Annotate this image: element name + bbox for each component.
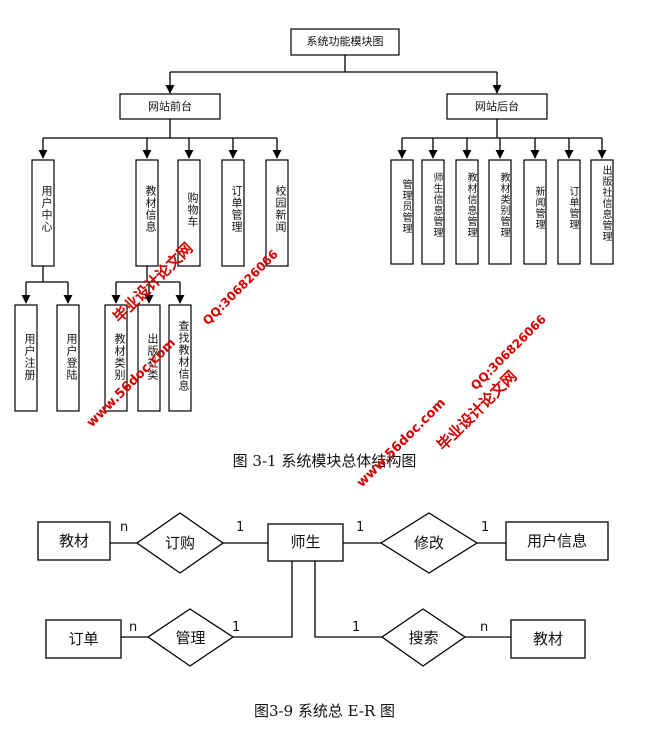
cardinality-label: n	[120, 520, 129, 535]
cardinality-label: n	[129, 620, 138, 635]
relation-search	[380, 608, 467, 667]
front-child-label: 教材信息	[144, 185, 157, 233]
entity-book-left-label: 教材	[58, 532, 89, 550]
book-info-child-label: 出版社类	[146, 333, 159, 381]
front-child-label: 购物车	[186, 192, 199, 228]
entity-book-left	[37, 521, 111, 561]
back-child-label: 新闻管理	[533, 186, 544, 230]
module-tree	[21, 55, 607, 304]
book-info-child-box	[137, 304, 161, 412]
front-child-box	[221, 159, 245, 267]
front-node-label: 网站前台	[148, 100, 192, 113]
front-child-box	[177, 159, 201, 267]
cardinality-label: n	[480, 620, 489, 635]
figure-caption-module: 图 3-1 系统模块总体结构图	[232, 452, 417, 470]
back-child-label: 出版社信息管理	[600, 165, 611, 242]
figure-caption-er: 图3-9 系统总 E-R 图	[253, 702, 396, 720]
front-child-box	[135, 159, 159, 267]
relation-modify-label: 修改	[413, 534, 444, 552]
front-child-label: 校园新闻	[274, 185, 287, 233]
front-box	[119, 93, 221, 120]
entity-order	[45, 619, 122, 659]
cardinality-label: 1	[481, 520, 490, 535]
entity-user-info	[505, 521, 609, 561]
back-child-box	[523, 159, 547, 265]
entity-book-right-label: 教材	[532, 630, 563, 648]
user-center-child-label: 用户注册	[23, 333, 36, 381]
entity-order-label: 订单	[68, 630, 99, 648]
back-child-label: 管理员管理	[400, 179, 411, 234]
back-child-box	[421, 159, 445, 265]
front-child-label: 订单管理	[230, 185, 243, 233]
back-child-box	[488, 159, 512, 265]
relation-manage-label: 管理	[175, 629, 206, 647]
user-center-child-label: 用户登陆	[65, 333, 78, 381]
book-info-child-box	[104, 304, 128, 412]
back-child-box	[557, 159, 581, 265]
entity-user-info-label: 用户信息	[526, 532, 587, 550]
back-child-label: 订单管理	[567, 186, 578, 230]
book-info-child-box	[168, 304, 192, 412]
relation-order-buy	[135, 512, 225, 574]
back-box	[446, 93, 548, 120]
book-info-child-label: 查找教材信息	[177, 320, 190, 392]
user-center-child-box	[56, 304, 80, 412]
er-diagram	[110, 542, 511, 638]
book-info-child-label: 教材类别	[113, 333, 126, 381]
back-child-box	[455, 159, 479, 265]
front-child-box	[31, 159, 55, 267]
cardinality-label: 1	[352, 620, 361, 635]
entity-teacher-student	[267, 523, 344, 562]
back-child-label: 教材信息管理	[465, 172, 476, 238]
relation-manage	[146, 608, 235, 667]
root-node-label: 系统功能模块图	[306, 35, 384, 48]
cardinality-label: 1	[356, 520, 365, 535]
entity-teacher-student-label: 师生	[290, 533, 321, 551]
back-child-box	[590, 159, 614, 265]
back-child-label: 师生信息管理	[431, 172, 442, 238]
relation-search-label: 搜索	[408, 629, 439, 647]
back-node-label: 网站后台	[475, 100, 519, 113]
back-child-label: 教材类别管理	[498, 172, 509, 238]
cardinality-label: 1	[232, 620, 241, 635]
back-child-box	[390, 159, 414, 265]
user-center-child-box	[14, 304, 38, 412]
relation-modify	[379, 512, 479, 574]
relation-order-buy-label: 订购	[164, 534, 195, 552]
front-child-box	[265, 159, 289, 267]
root-box	[290, 28, 400, 56]
front-child-label: 用户中心	[40, 185, 53, 233]
cardinality-label: 1	[236, 520, 245, 535]
entity-book-right	[510, 619, 586, 659]
